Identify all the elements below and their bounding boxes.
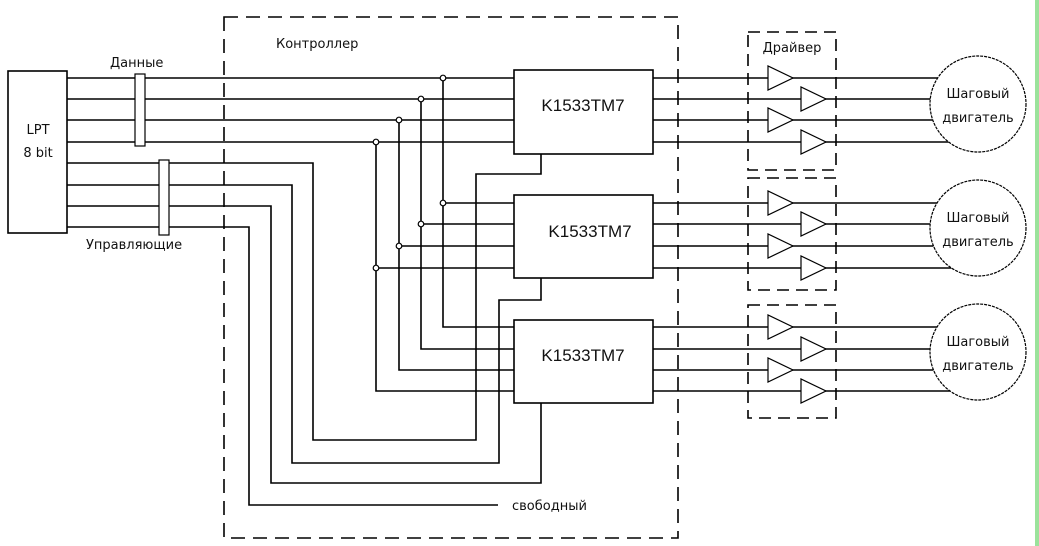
driver-boundary-2 [747, 177, 837, 291]
buffer-amplifier-icon [767, 65, 795, 91]
junction-dot [417, 220, 425, 228]
motor-label-line1: Шаговый [946, 211, 1009, 226]
chip-2-body [513, 194, 654, 279]
spare-line-label: свободный [512, 499, 587, 514]
data-bus-vertical-3 [375, 142, 514, 392]
lpt-bits-label: 8 bit [23, 146, 52, 161]
junction-dot [395, 116, 403, 124]
chip-1: K1533TM7 [513, 69, 654, 155]
buffer-amplifier-icon [800, 378, 828, 404]
buffer-amplifier-icon [767, 314, 795, 340]
data-bundle-label: Данные [110, 56, 163, 71]
control-bundle-marker [158, 159, 170, 236]
chip-2-label: K1533TM7 [548, 222, 631, 241]
driver-boundary-1 [747, 31, 837, 171]
chip-3: K1533TM7 [513, 319, 654, 404]
control-line-2 [67, 205, 542, 484]
chip-3-body [513, 319, 654, 404]
data-bus-vertical-1 [420, 99, 514, 350]
controller-boundary [223, 16, 679, 539]
control-bus [67, 154, 542, 506]
junction-dot [439, 74, 447, 82]
stepper-motor-1 [929, 55, 1027, 153]
buffer-amplifier-icon [767, 357, 795, 383]
control-line-1 [67, 184, 542, 464]
motor-label-line2: двигатель [942, 235, 1013, 250]
lpt-port: LPT 8 bit [7, 70, 68, 234]
motor-label-line1: Шаговый [946, 335, 1009, 350]
stepper-motor-3 [929, 303, 1027, 401]
stepper-motor-2 [929, 179, 1027, 277]
junction-dot [417, 95, 425, 103]
driver-boundary-3 [747, 304, 837, 419]
motor-label-line1: Шаговый [946, 87, 1009, 102]
junction-dot [372, 138, 380, 146]
data-bus-vertical-2 [398, 120, 514, 371]
buffer-amplifier-icon [800, 336, 828, 362]
buffer-amplifier-icon [767, 190, 795, 216]
controller-title: Контроллер [276, 37, 358, 52]
chip-1-body [513, 69, 654, 155]
motor-label-line2: двигатель [942, 111, 1013, 126]
junction-dot [439, 199, 447, 207]
junction-dot [395, 242, 403, 250]
buffer-amplifier-icon [800, 255, 828, 281]
chip-3-label: K1533TM7 [541, 346, 624, 365]
data-bus-vertical-0 [442, 78, 514, 328]
chip-2: K1533TM7 [513, 194, 654, 279]
motor-label-line2: двигатель [942, 359, 1013, 374]
buffer-amplifier-icon [800, 86, 828, 112]
lpt-port-box [7, 70, 68, 234]
data-bundle-marker [134, 73, 146, 147]
control-bundle-label: Управляющие [86, 238, 182, 253]
control-line-spare [67, 226, 498, 506]
buffer-amplifier-icon [767, 233, 795, 259]
data-bus [67, 74, 514, 392]
junction-dot [372, 264, 380, 272]
lpt-label: LPT [26, 123, 49, 138]
control-line-0 [67, 154, 542, 441]
chip-1-label: K1533TM7 [541, 96, 624, 115]
buffer-amplifier-icon [800, 129, 828, 155]
window-edge-accent [1035, 0, 1039, 546]
buffer-amplifier-icon [800, 211, 828, 237]
driver-title: Драйвер [763, 41, 822, 56]
driver-channels: ШаговыйдвигательДрайверШаговыйдвигательШ… [653, 31, 1027, 419]
buffer-amplifier-icon [767, 107, 795, 133]
